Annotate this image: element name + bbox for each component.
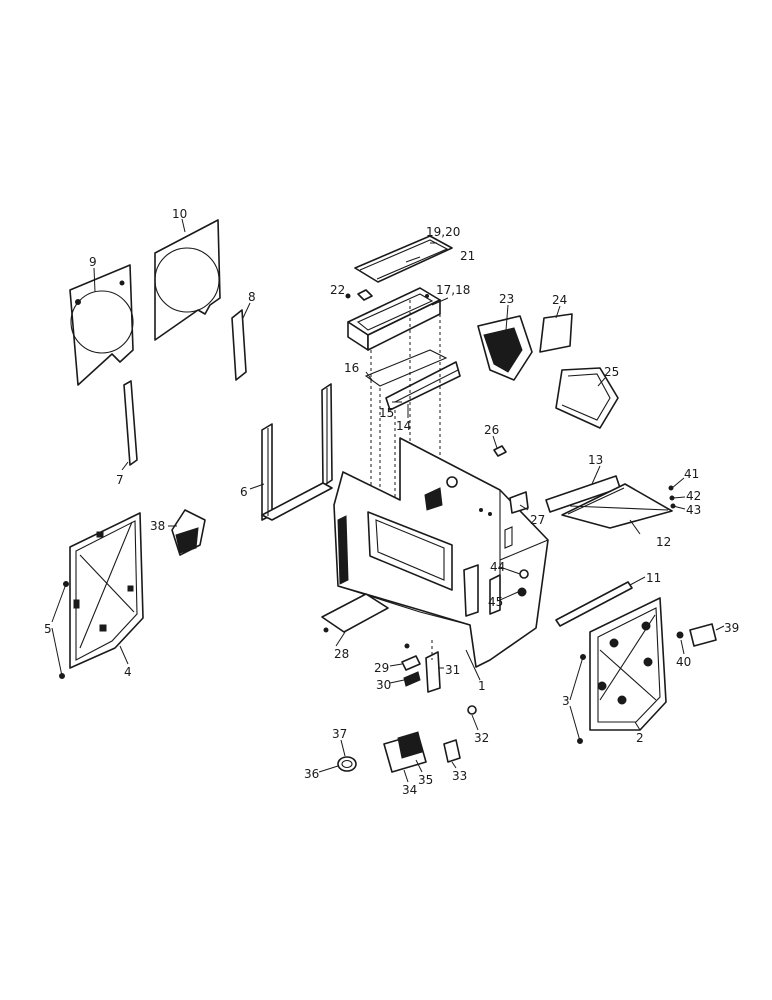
callout-2: 2 (636, 731, 644, 745)
part-41-43-hardware (668, 485, 676, 509)
callout-34: 34 (402, 783, 417, 797)
callout-43: 43 (686, 503, 701, 517)
callout-25: 25 (604, 365, 619, 379)
part-1-main-frame (333, 437, 549, 668)
callout-23: 23 (499, 292, 514, 306)
part-7-strip (123, 380, 138, 466)
part-24-plate (539, 313, 573, 353)
callout-27: 27 (530, 513, 545, 527)
part-14-channel (394, 369, 459, 403)
callout-36: 36 (304, 767, 319, 781)
part-17-18-box (347, 287, 441, 351)
callout-22: 22 (330, 283, 345, 297)
part-5-hinges (59, 581, 69, 679)
part-22-bracket (345, 289, 373, 301)
part-15-channel (385, 361, 461, 411)
callout-17-18: 17,18 (436, 283, 470, 297)
part-6-frame (261, 383, 333, 521)
part-9-gasket (69, 264, 134, 386)
callout-12: 12 (656, 535, 671, 549)
part-38-bracket (171, 509, 206, 556)
part-12-floor-plate (561, 483, 673, 529)
callout-26: 26 (484, 423, 499, 437)
callout-44: 44 (490, 560, 505, 574)
part-32-grommet (467, 705, 477, 715)
callout-5: 5 (44, 622, 52, 636)
callout-42: 42 (686, 489, 701, 503)
callout-6: 6 (240, 485, 248, 499)
callout-39: 39 (724, 621, 739, 635)
callout-14: 14 (396, 419, 411, 433)
part-25-housing (555, 367, 619, 429)
part-4-door (69, 512, 144, 669)
callout-1: 1 (478, 679, 486, 693)
callout-3: 3 (562, 694, 570, 708)
part-3-hinges (577, 654, 586, 744)
callout-24: 24 (552, 293, 567, 307)
callout-30: 30 (376, 678, 391, 692)
callout-35: 35 (418, 773, 433, 787)
alignment-lines (370, 300, 441, 520)
callout-33: 33 (452, 769, 467, 783)
part-36-37-ring (337, 756, 357, 772)
callout-13: 13 (588, 453, 603, 467)
callout-4: 4 (124, 665, 132, 679)
leader-lines (51, 218, 725, 783)
callout-labels: 1 2 3 4 5 6 7 8 9 10 11 12 13 14 15 16 1… (44, 207, 739, 797)
part-11-bar (555, 581, 633, 627)
callout-28: 28 (334, 647, 349, 661)
callout-7: 7 (116, 473, 124, 487)
part-2-door (589, 597, 667, 731)
part-26-clip (493, 445, 507, 457)
part-10-panel (154, 219, 221, 341)
callout-37: 37 (332, 727, 347, 741)
part-27-plate (509, 491, 529, 514)
callout-38: 38 (150, 519, 165, 533)
part-23-housing (477, 315, 533, 381)
part-33-plate (443, 739, 461, 763)
part-28-plate (321, 593, 389, 633)
part-19-20-lid (354, 235, 453, 283)
callout-41: 41 (684, 467, 699, 481)
callout-19-20: 19,20 (426, 225, 460, 239)
part-39-40-latch (676, 623, 717, 647)
callout-9: 9 (89, 255, 97, 269)
callout-10: 10 (172, 207, 187, 221)
callout-16: 16 (344, 361, 359, 375)
callout-15: 15 (379, 406, 394, 420)
part-34-35-box (383, 731, 427, 773)
callout-45: 45 (488, 595, 503, 609)
part-29-31-brackets (401, 640, 441, 693)
callout-32: 32 (474, 731, 489, 745)
part-16-tray (364, 349, 448, 387)
callout-40: 40 (676, 655, 691, 669)
callout-8: 8 (248, 290, 256, 304)
callout-29: 29 (374, 661, 389, 675)
part-8-strip (231, 309, 247, 381)
callout-31: 31 (445, 663, 460, 677)
callout-21: 21 (460, 249, 475, 263)
callout-11: 11 (646, 571, 661, 585)
